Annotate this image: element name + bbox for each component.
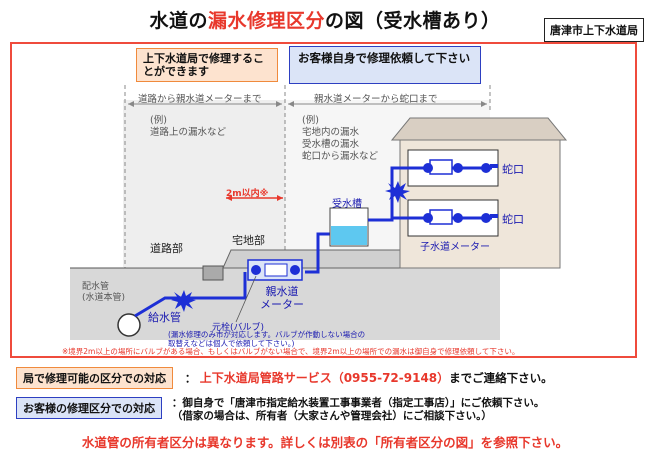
range-arrowhead — [128, 101, 134, 107]
tank-water — [331, 226, 367, 245]
child-meter-upper — [429, 159, 453, 175]
faucet-icon — [481, 213, 491, 223]
faucet-icon — [490, 164, 498, 168]
legend-blue-line: （借家の場合は、所有者（大家さんや管理会社）にご相談下さい。） — [171, 410, 492, 422]
title-highlight: 漏水修理区分 — [207, 10, 325, 32]
tank-label: 受水槽 — [332, 199, 362, 210]
valve-pointer — [235, 275, 257, 323]
tank-to-lower — [390, 216, 418, 220]
valve-icon — [251, 265, 261, 275]
example-line: 受水槽の漏水 — [302, 139, 360, 150]
house-roof — [390, 117, 568, 141]
service-contact: 上下水道局管路サービス（0955-72-9148） — [199, 371, 450, 385]
two-meter-label: 2m以内※ — [226, 189, 269, 199]
two-meter-arrowhead — [277, 195, 283, 201]
range-arrowhead — [481, 101, 487, 107]
legend-blue-row: お客様の修理区分での対応 ：御自身で「唐津市指定給水装置工事事業者（指定工事店）… — [16, 397, 544, 423]
right-examples: (例) 宅地内の漏水 受水槽の漏水 蛇口から漏水など — [302, 115, 378, 163]
range-label-right: 親水道メーターから蛇口まで — [314, 94, 438, 105]
title-suffix: の図（受水槽あり） — [325, 10, 501, 32]
example-heading: (例) — [150, 115, 167, 126]
legend-orange-tail: までご連絡下さい。 — [449, 371, 553, 385]
range-arrowhead — [276, 101, 282, 107]
curb — [202, 265, 224, 281]
valve-note: (漏水修理のみ市が対応します。バルブが作動しない場合の 取替えなどは個人で依頼し… — [168, 330, 365, 348]
main-pipe-label: 配水管 (水道本管) — [82, 282, 125, 304]
main-pipe-subtext: (水道本管) — [82, 293, 126, 303]
faucet-icon — [481, 163, 491, 173]
valve-icon — [290, 265, 300, 275]
road-label: 道路部 — [150, 242, 183, 255]
parent-meter-label: 親水道 メーター — [260, 285, 304, 311]
parent-meter-text2: メーター — [260, 298, 304, 311]
service-pipe — [134, 272, 247, 318]
service-pipe-label: 給水管 — [148, 311, 181, 324]
range-arrowhead — [288, 101, 294, 107]
legend-orange-key: 局で修理可能の区分での対応 — [16, 367, 173, 389]
child-meter-lower — [429, 209, 453, 225]
main-valve-label: 元栓(バルブ) — [212, 323, 265, 333]
legend-orange-row: 局で修理可能の区分での対応 ： 上下水道局管路サービス（0955-72-9148… — [16, 367, 553, 389]
legend-colon: ： — [184, 372, 196, 385]
range-label-left: 道路から親水道メーターまで — [138, 94, 262, 105]
two-meter-arrowhead — [226, 195, 232, 201]
valve-icon — [453, 163, 463, 173]
example-line: 道路上の漏水など — [150, 127, 227, 138]
diagram-frame — [10, 42, 637, 358]
ownership-note: 水道管の所有者区分は異なります。詳しくは別表の「所有者区分の図」を参照下さい。 — [81, 435, 569, 450]
customer-repair-box: お客様自身で修理依頼して下さい — [289, 46, 481, 84]
parent-meter-text: 親水道 — [265, 285, 299, 298]
footnote: ※境界2m以上の場所にバルブがある場合、もしくはバルブがない場合で、境界2m以上… — [62, 347, 520, 356]
valve-note-line: 取替えなどは個人で依頼して下さい。) — [168, 339, 295, 348]
road-zone — [123, 100, 285, 267]
residential-label: 宅地部 — [232, 234, 265, 247]
legend-blue-line: ：御自身で「唐津市指定給水装置工事事業者（指定工事店）」にご依頼下さい。 — [171, 397, 545, 409]
main-pipe-circle — [117, 313, 141, 337]
legend-blue-text: ：御自身で「唐津市指定給水装置工事事業者（指定工事店）」にご依頼下さい。 （借家… — [172, 397, 545, 423]
title-prefix: 水道の — [149, 10, 208, 32]
valve-icon — [453, 213, 463, 223]
ground — [70, 268, 500, 340]
bureau-repair-box: 上下水道局で修理することができます — [136, 48, 278, 82]
example-line: 蛇口から漏水など — [302, 151, 379, 162]
legend-blue-key: お客様の修理区分での対応 — [16, 397, 162, 419]
faucet-icon — [490, 214, 498, 218]
left-examples: (例) 道路上の漏水など — [150, 115, 226, 139]
valve-icon — [423, 163, 433, 173]
faucet-lower-label: 蛇口 — [502, 213, 524, 226]
child-meter-label: 子水道メーター — [420, 242, 490, 253]
example-heading: (例) — [302, 115, 319, 126]
faucet-upper-label: 蛇口 — [502, 163, 524, 176]
valve-icon — [423, 213, 433, 223]
page-title: 水道の漏水修理区分の図（受水槽あり） — [0, 6, 650, 33]
main-pipe-text: 配水管 — [82, 282, 110, 292]
example-line: 宅地内の漏水 — [302, 127, 360, 138]
leak-burst-icon — [171, 290, 196, 312]
leak-burst-icon — [385, 181, 410, 203]
meter-icon — [264, 263, 288, 277]
valve-note-line: (漏水修理のみ市が対応します。バルブが作動しない場合の — [168, 330, 366, 339]
organization-badge: 唐津市上下水道局 — [544, 18, 644, 42]
